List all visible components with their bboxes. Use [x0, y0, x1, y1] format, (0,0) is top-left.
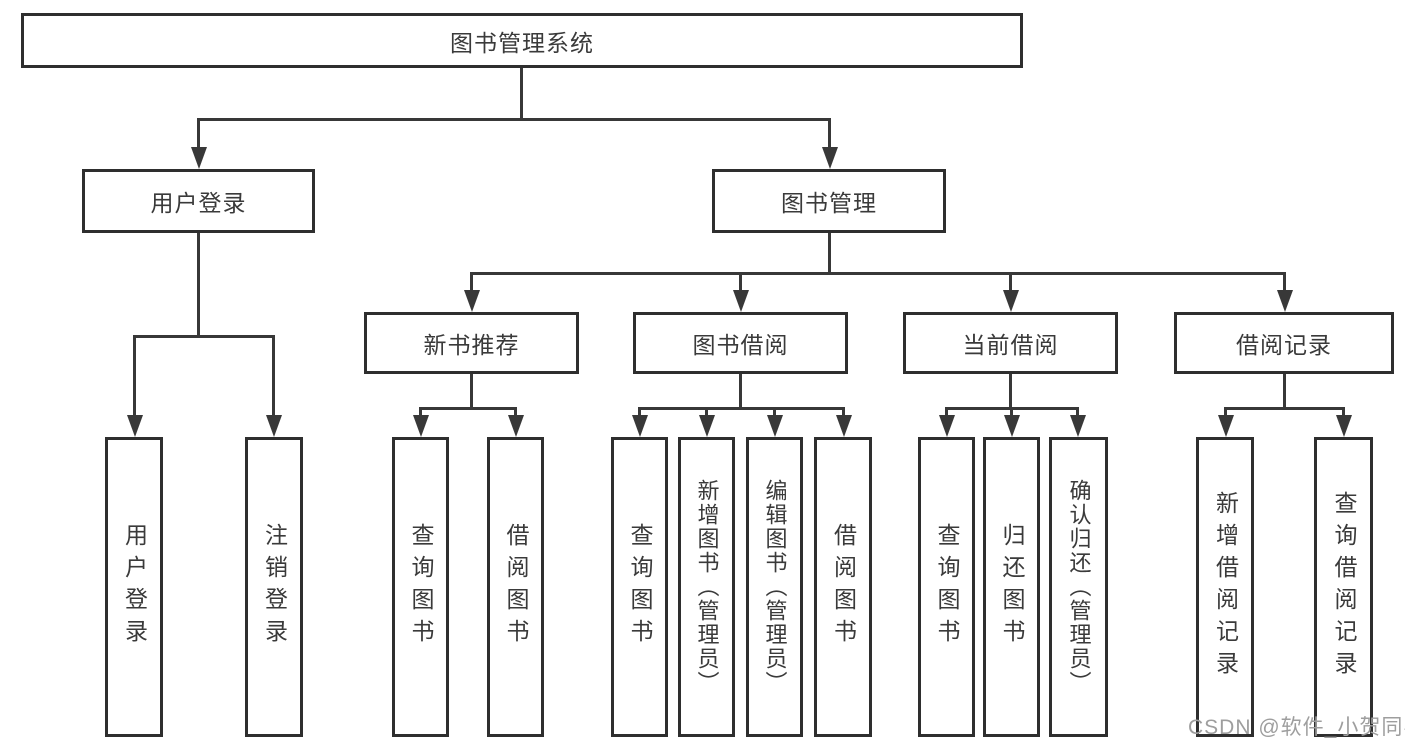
connector-recommend-branch	[419, 407, 517, 410]
node-user-login: 用户登录	[82, 169, 315, 233]
arrowhead-leaf-logout	[266, 415, 282, 437]
connector-to-user-login	[197, 118, 200, 150]
connector-root-stem	[520, 68, 523, 118]
leaf-recommend-borrow-books-label: 借阅图书	[503, 523, 529, 651]
arrowhead-return-books	[1004, 415, 1020, 437]
arrowhead-recommend-query	[413, 415, 429, 437]
arrowhead-borrow-books	[836, 415, 852, 437]
node-current-borrow: 当前借阅	[903, 312, 1118, 374]
connector-to-add-books	[705, 407, 708, 419]
connector-to-current-query	[945, 407, 948, 419]
arrowhead-borrow-records	[1277, 290, 1293, 312]
leaf-add-borrow-record: 新增借阅记录	[1196, 437, 1254, 737]
connector-to-borrow-books	[842, 407, 845, 419]
node-user-login-label: 用户登录	[150, 190, 247, 216]
leaf-add-borrow-record-label: 新增借阅记录	[1212, 491, 1239, 683]
arrowhead-user-login	[191, 147, 207, 169]
arrowhead-borrow-query	[632, 415, 648, 437]
node-book-management-label: 图书管理	[781, 190, 877, 216]
connector-to-book-borrow	[739, 272, 742, 294]
connector-book-management-branch	[470, 272, 1285, 275]
connector-root-branch	[197, 118, 831, 121]
connector-to-edit-books	[773, 407, 776, 419]
connector-book-management-stem	[828, 233, 831, 275]
arrowhead-add-record	[1218, 415, 1234, 437]
arrowhead-book-management	[822, 147, 838, 169]
connector-to-leaf-logout	[272, 335, 275, 417]
leaf-query-borrow-record-label: 查询借阅记录	[1331, 491, 1357, 683]
arrowhead-current-borrow	[1003, 290, 1019, 312]
connector-to-add-record	[1224, 407, 1227, 419]
leaf-confirm-return-admin: 确认归还（管理员）	[1049, 437, 1108, 737]
leaf-borrow-borrow-books-label: 借阅图书	[830, 523, 857, 651]
node-current-borrow-label: 当前借阅	[962, 332, 1059, 358]
connector-book-borrow-group-branch	[638, 407, 844, 410]
leaf-logout: 注销登录	[245, 437, 303, 737]
leaf-query-borrow-record: 查询借阅记录	[1314, 437, 1373, 737]
leaf-borrow-borrow-books: 借阅图书	[814, 437, 872, 737]
connector-to-confirm-return	[1076, 407, 1079, 419]
node-new-book-recommend-label: 新书推荐	[423, 332, 520, 358]
connector-borrow-records-stem	[1283, 374, 1286, 410]
leaf-user-login-label: 用户登录	[121, 523, 148, 651]
connector-to-book-management	[828, 118, 831, 150]
leaf-edit-books-admin: 编辑图书（管理员）	[746, 437, 803, 737]
connector-current-borrow-stem	[1009, 374, 1012, 410]
connector-to-new-book-recommend	[470, 272, 473, 294]
leaf-confirm-return-admin-label: 确认归还（管理员）	[1066, 479, 1092, 695]
leaf-recommend-query-books: 查询图书	[392, 437, 449, 737]
leaf-current-query-books-label: 查询图书	[934, 523, 960, 651]
leaf-borrow-query-books: 查询图书	[611, 437, 668, 737]
connector-to-leaf-user-login	[133, 335, 136, 417]
leaf-edit-books-admin-label: 编辑图书（管理员）	[762, 479, 788, 695]
leaf-user-login: 用户登录	[105, 437, 163, 737]
node-borrow-records: 借阅记录	[1174, 312, 1394, 374]
csdn-watermark: CSDN @软件_小贺同学	[1188, 716, 1405, 739]
connector-user-login-stem	[197, 233, 200, 338]
arrowhead-recommend-borrow	[508, 415, 524, 437]
arrowhead-edit-books	[767, 415, 783, 437]
connector-to-borrow-query	[638, 407, 641, 419]
connector-user-login-branch	[133, 335, 275, 338]
leaf-logout-label: 注销登录	[261, 523, 288, 651]
arrowhead-add-books	[699, 415, 715, 437]
connector-borrow-records-group-branch	[1224, 407, 1344, 410]
node-borrow-records-label: 借阅记录	[1236, 332, 1332, 358]
node-book-borrow-label: 图书借阅	[692, 332, 789, 358]
arrowhead-leaf-user-login	[127, 415, 143, 437]
arrowhead-confirm-return	[1070, 415, 1086, 437]
connector-book-borrow-stem	[739, 374, 742, 410]
connector-recommend-stem	[470, 374, 473, 410]
leaf-current-query-books: 查询图书	[918, 437, 975, 737]
connector-to-current-borrow	[1009, 272, 1012, 294]
leaf-return-books-label: 归还图书	[999, 523, 1025, 651]
arrowhead-new-book-recommend	[464, 290, 480, 312]
leaf-recommend-borrow-books: 借阅图书	[487, 437, 544, 737]
connector-to-borrow-records	[1283, 272, 1286, 294]
arrowhead-query-record	[1336, 415, 1352, 437]
leaf-recommend-query-books-label: 查询图书	[408, 523, 434, 651]
leaf-add-books-admin: 新增图书（管理员）	[678, 437, 735, 737]
arrowhead-current-query	[939, 415, 955, 437]
node-root-label: 图书管理系统	[450, 29, 594, 56]
node-book-management: 图书管理	[712, 169, 946, 233]
leaf-return-books: 归还图书	[983, 437, 1040, 737]
connector-to-recommend-query	[419, 407, 422, 419]
node-root: 图书管理系统	[21, 13, 1023, 68]
connector-to-query-record	[1342, 407, 1345, 419]
node-book-borrow: 图书借阅	[633, 312, 848, 374]
connector-to-return-books	[1010, 407, 1013, 419]
connector-to-recommend-borrow	[514, 407, 517, 419]
leaf-add-books-admin-label: 新增图书（管理员）	[694, 479, 720, 695]
node-new-book-recommend: 新书推荐	[364, 312, 579, 374]
arrowhead-book-borrow	[733, 290, 749, 312]
leaf-borrow-query-books-label: 查询图书	[627, 523, 653, 651]
